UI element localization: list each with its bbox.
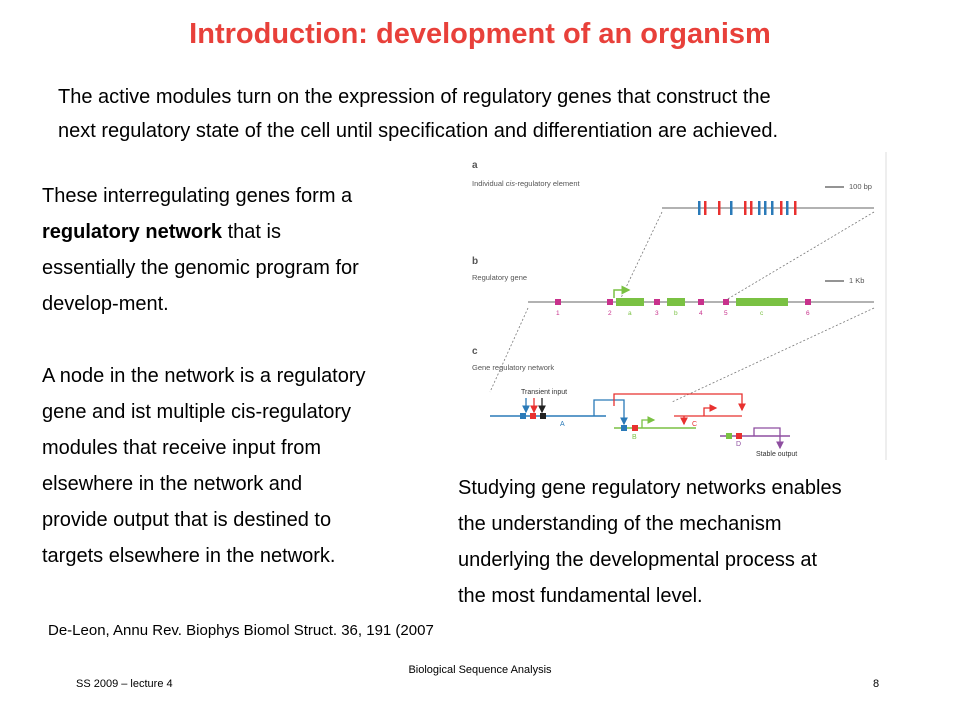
- footer-lecture: SS 2009 – lecture 4: [76, 678, 173, 690]
- panel-c-letter: c: [472, 346, 478, 357]
- svg-text:1: 1: [556, 310, 560, 317]
- panel-b-letter: b: [472, 256, 478, 267]
- intro-line: The active modules turn on the expressio…: [58, 86, 771, 108]
- gene-d-label: D: [736, 441, 741, 448]
- right-line: Studying gene regulatory networks enable…: [458, 477, 842, 499]
- gene-c-label: C: [692, 421, 697, 428]
- svg-text:a: a: [628, 310, 632, 317]
- gene-network-figure: a Individual cis-regulatory element 100 …: [464, 152, 888, 460]
- gene-a-label: A: [560, 421, 565, 428]
- svg-text:2: 2: [608, 310, 612, 317]
- footer-course: Biological Sequence Analysis: [408, 664, 552, 676]
- left-line: modules that receive input from: [42, 437, 322, 459]
- exon-c: [736, 298, 788, 306]
- figure-svg: a Individual cis-regulatory element 100 …: [464, 152, 888, 460]
- regulatory-network-term: regulatory network: [42, 221, 223, 243]
- module-boxes: [555, 299, 811, 305]
- svg-text:5: 5: [724, 310, 728, 317]
- left-line: A node in the network is a regulatory: [42, 365, 366, 387]
- svg-text:3: 3: [655, 310, 659, 317]
- svg-text:b: b: [674, 310, 678, 317]
- binding-sites: [698, 201, 797, 215]
- scale-a-label: 100 bp: [849, 182, 872, 191]
- gene-b-label: B: [632, 434, 637, 441]
- right-line: the understanding of the mechanism: [458, 513, 782, 535]
- right-line: the most fundamental level.: [458, 585, 703, 607]
- left-text-column: These interregulating genes form a regul…: [42, 178, 442, 574]
- transient-input-label: Transient input: [521, 389, 567, 396]
- stable-output-label: Stable output: [756, 451, 797, 458]
- module-numbers: 1 2 3 4 5 6: [556, 310, 810, 317]
- exon-b: [667, 298, 685, 306]
- right-text-column: Studying gene regulatory networks enable…: [458, 470, 938, 614]
- svg-text:4: 4: [699, 310, 703, 317]
- left-line: provide output that is destined to: [42, 509, 332, 531]
- left-line: essentially the genomic program for: [42, 257, 359, 279]
- intro-line: next regulatory state of the cell until …: [58, 120, 779, 142]
- exon-labels: a b c: [628, 310, 764, 317]
- citation: De-Leon, Annu Rev. Biophys Biomol Struct…: [48, 622, 434, 639]
- left-line: develop-ment.: [42, 293, 169, 315]
- panel-a-title: Individual cis-regulatory element: [472, 179, 580, 188]
- intro-paragraph: The active modules turn on the expressio…: [58, 80, 938, 148]
- svg-text:c: c: [760, 310, 764, 317]
- scale-b-label: 1 Kb: [849, 276, 864, 285]
- left-line: regulatory network that is: [42, 214, 442, 250]
- left-line-rest: that is: [222, 221, 281, 243]
- svg-text:6: 6: [806, 310, 810, 317]
- right-line: underlying the developmental process at: [458, 549, 818, 571]
- left-line: targets elsewhere in the network.: [42, 545, 336, 567]
- page-number: 8: [873, 678, 880, 690]
- left-line: These interregulating genes form a: [42, 185, 353, 207]
- panel-b-title: Regulatory gene: [472, 273, 527, 282]
- exon-a: [616, 298, 644, 306]
- left-line: elsewhere in the network and: [42, 473, 303, 495]
- panel-c-title: Gene regulatory network: [472, 363, 554, 372]
- slide-title: Introduction: development of an organism: [189, 18, 771, 50]
- panel-a-letter: a: [472, 160, 478, 171]
- left-line: gene and ist multiple cis-regulatory: [42, 401, 352, 423]
- tss-arrow: [613, 285, 631, 298]
